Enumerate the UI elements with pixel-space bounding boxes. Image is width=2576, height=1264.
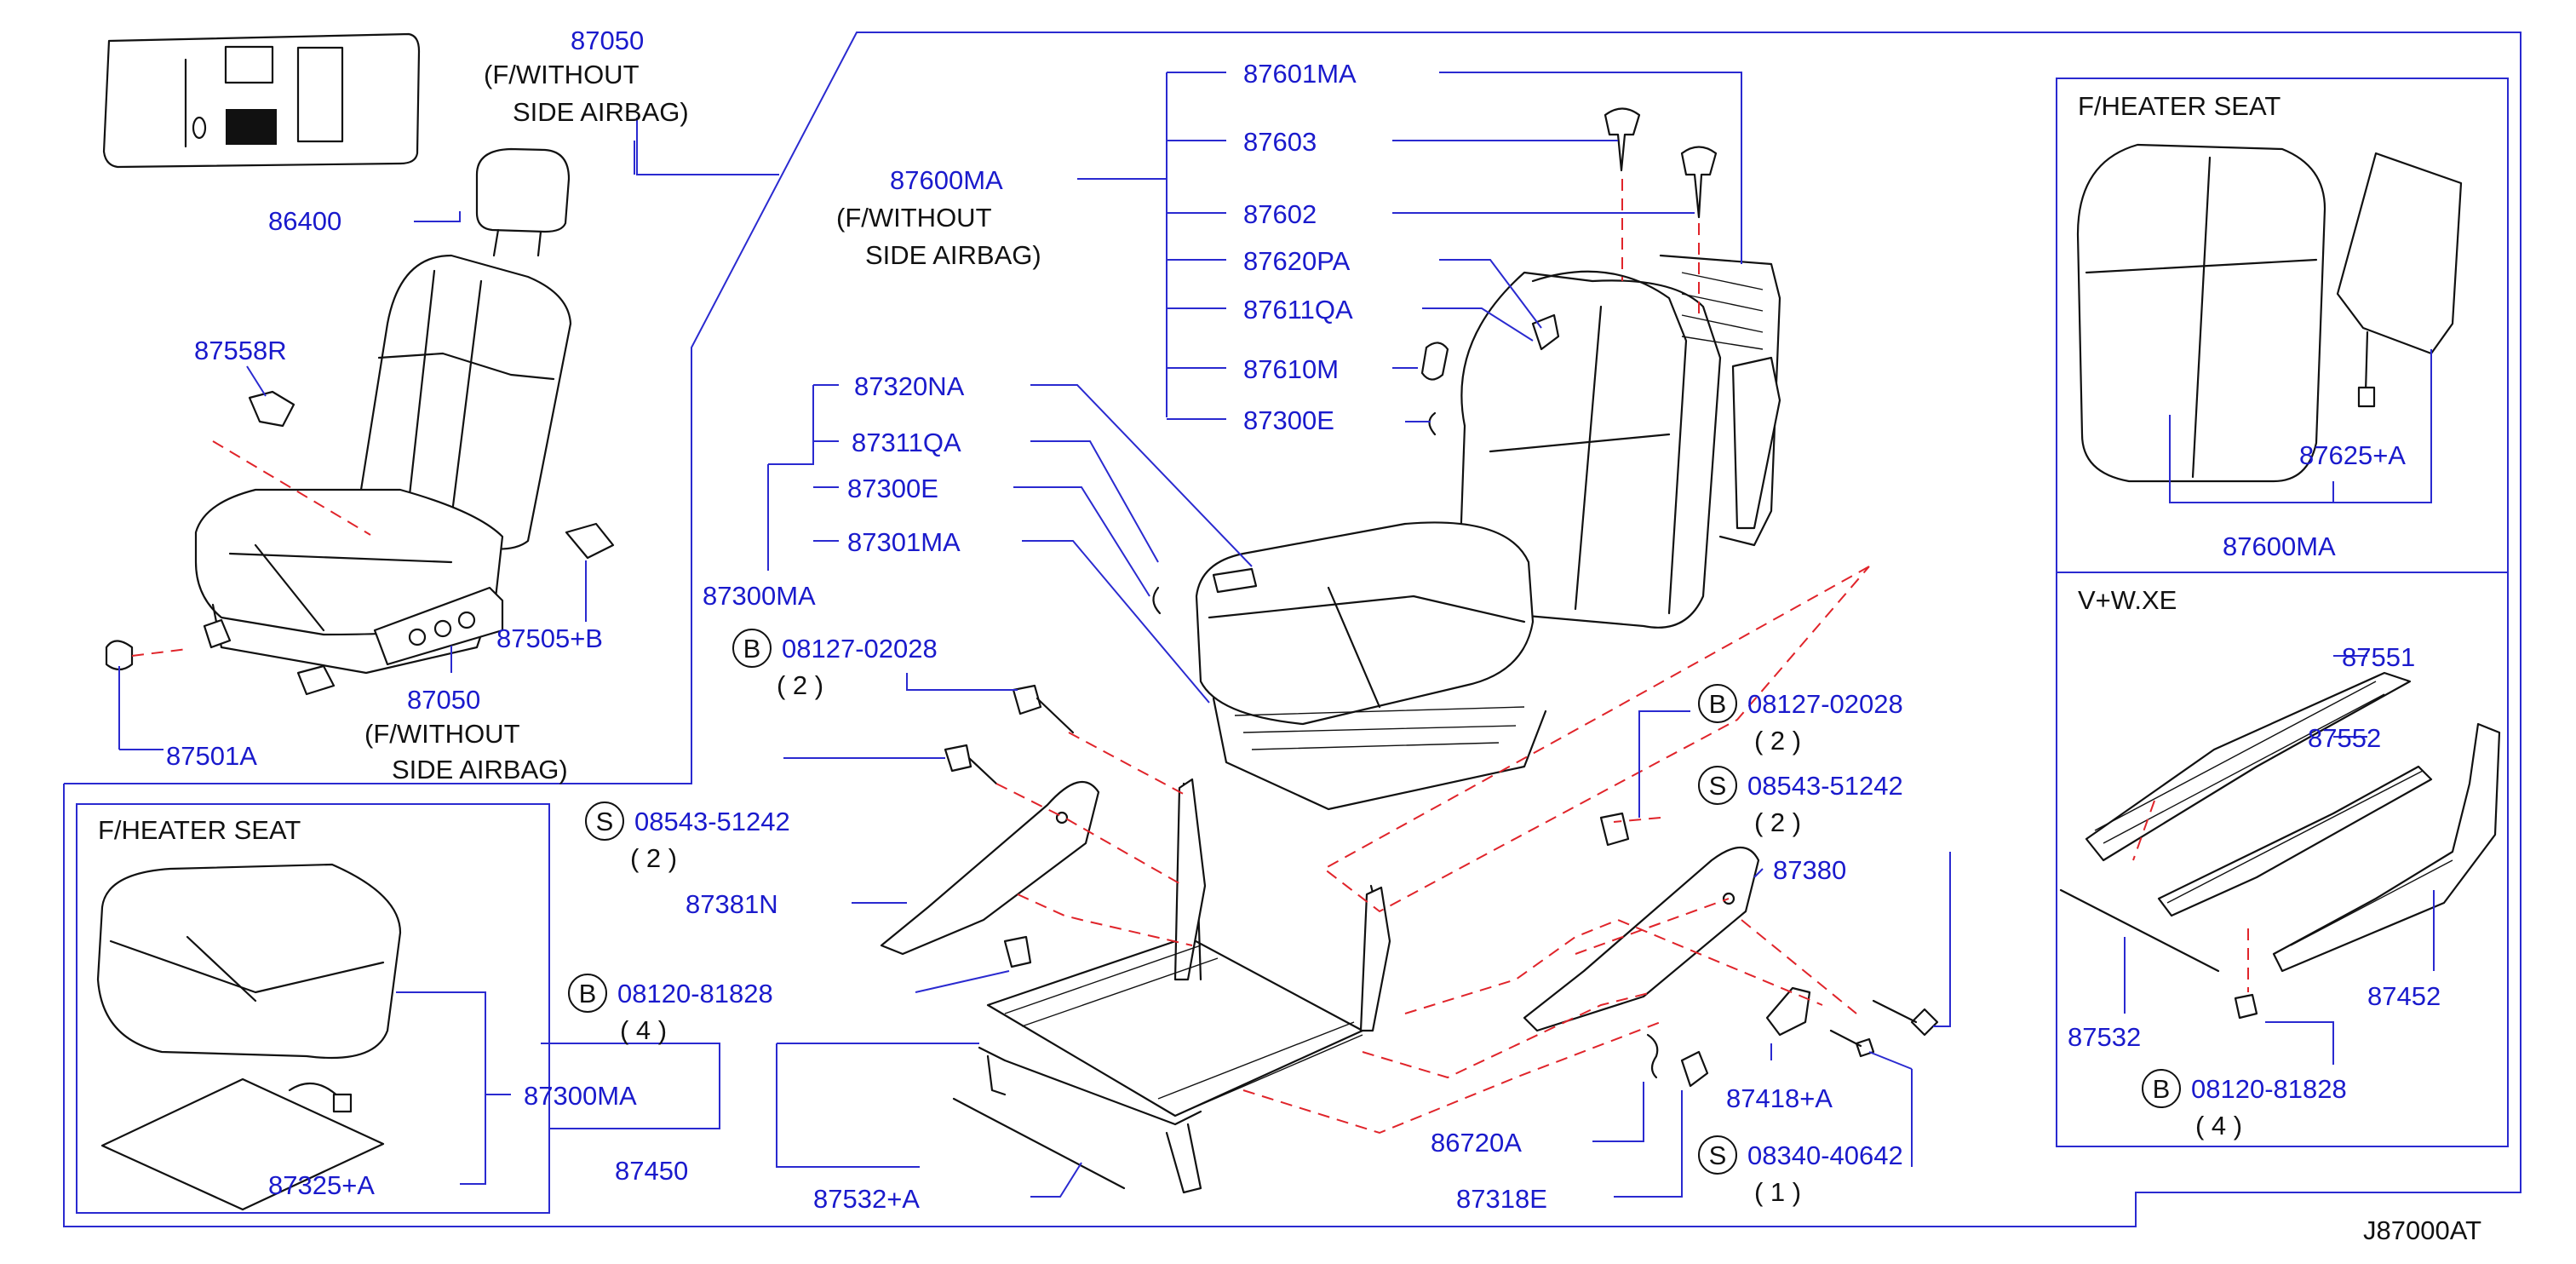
switch-panel-illustration <box>102 32 421 169</box>
label-87300MA-heater: 87300MA <box>524 1081 637 1111</box>
label-87301MA: 87301MA <box>847 527 961 557</box>
label-87300MA: 87300MA <box>703 581 816 611</box>
seat-assembly-illustration <box>105 147 615 696</box>
note-without-airbag-top-1: (F/WITHOUT <box>484 60 640 89</box>
fastener-number-3: 08120-81828 <box>617 979 773 1008</box>
fastener-qty-4: ( 2 ) <box>1754 726 1801 756</box>
label-86400: 86400 <box>268 206 341 236</box>
fastener-marker-3 <box>568 974 607 1013</box>
label-87600MA-heater: 87600MA <box>2223 531 2336 561</box>
label-87552: 87552 <box>2308 723 2381 753</box>
fastener-marker-letter-5: S <box>1709 771 1727 801</box>
fastener-number-4: 08127-02028 <box>1747 689 1903 719</box>
fastener-qty-5: ( 2 ) <box>1754 807 1801 837</box>
label-87620PA: 87620PA <box>1243 246 1351 276</box>
label-87050-bottom: 87050 <box>407 685 480 715</box>
label-87610M: 87610M <box>1243 354 1339 384</box>
label-87558R: 87558R <box>194 336 287 365</box>
label-87505B: 87505+B <box>496 623 603 653</box>
center-seat-illustration <box>1152 107 1781 811</box>
leader-lines <box>118 72 2435 1213</box>
fastener-number-1: 08127-02028 <box>782 634 938 664</box>
label-87600MA: 87600MA <box>890 165 1003 195</box>
note-without-airbag-center-1: (F/WITHOUT <box>836 203 992 233</box>
fastener-marker-letter-vw: B <box>2153 1074 2171 1104</box>
fastener-marker-5 <box>1698 766 1737 805</box>
label-87325A: 87325+A <box>268 1170 375 1200</box>
heater-seat-left-panel <box>76 803 550 1214</box>
vw-xe-title: V+W.XE <box>2078 585 2177 615</box>
fastener-marker-2 <box>585 801 624 841</box>
fastener-number-6: 08340-40642 <box>1747 1140 1903 1170</box>
label-87381N: 87381N <box>686 889 778 919</box>
label-87551: 87551 <box>2342 642 2415 672</box>
heater-seat-right-title: F/HEATER SEAT <box>2078 91 2281 121</box>
fastener-number-2: 08543-51242 <box>634 807 790 836</box>
label-87501A: 87501A <box>166 741 257 771</box>
fastener-marker-letter-6: S <box>1709 1140 1727 1170</box>
label-87452: 87452 <box>2367 981 2441 1011</box>
note-without-airbag-center-2: SIDE AIRBAG) <box>865 240 1041 270</box>
note-without-airbag-bottom-2: SIDE AIRBAG) <box>392 755 568 784</box>
fastener-number-5: 08543-51242 <box>1747 771 1903 801</box>
seat-frame-illustration <box>880 566 1939 1194</box>
fastener-qty-6: ( 1 ) <box>1754 1177 1801 1207</box>
label-87450: 87450 <box>615 1156 688 1186</box>
fastener-marker-1 <box>732 629 772 668</box>
right-side-panel <box>2056 78 2509 1147</box>
label-87625A: 87625+A <box>2299 440 2406 470</box>
label-87532: 87532 <box>2068 1022 2141 1052</box>
vw-bolt-number: 08120-81828 <box>2191 1074 2347 1104</box>
heater-cushion-illustration <box>96 863 402 1211</box>
diagram-code: J87000AT <box>2363 1215 2481 1245</box>
label-87532A: 87532+A <box>813 1184 920 1214</box>
label-87300E-mid: 87300E <box>847 474 938 503</box>
label-87603: 87603 <box>1243 127 1317 157</box>
label-87611QA: 87611QA <box>1243 295 1353 325</box>
label-87318E: 87318E <box>1456 1184 1547 1214</box>
slide-rail-illustration <box>2059 671 2501 1020</box>
frame-lines <box>63 32 2521 1227</box>
note-without-airbag-top-2: SIDE AIRBAG) <box>513 97 689 127</box>
fastener-qty-2: ( 2 ) <box>630 843 677 873</box>
part-87558R-shape <box>248 390 295 428</box>
fastener-marker-letter-1: B <box>743 634 761 664</box>
note-without-airbag-bottom-1: (F/WITHOUT <box>364 719 520 749</box>
label-87300E-top: 87300E <box>1243 405 1334 435</box>
label-87418A: 87418+A <box>1726 1083 1833 1113</box>
fastener-marker-6 <box>1698 1135 1737 1175</box>
fastener-markers: B S B B S S B <box>568 629 2181 1175</box>
heater-seat-left-title: F/HEATER SEAT <box>98 815 301 845</box>
label-87320NA: 87320NA <box>854 371 965 401</box>
fastener-marker-letter-4: B <box>1709 689 1727 719</box>
vw-bolt-qty: ( 4 ) <box>2195 1111 2242 1140</box>
fastener-marker-letter-2: S <box>596 807 614 836</box>
label-87380: 87380 <box>1773 855 1846 885</box>
heater-seatback-illustration <box>2076 143 2463 483</box>
fastener-marker-letter-3: B <box>579 979 597 1008</box>
fastener-marker-4 <box>1698 684 1737 723</box>
label-86720A: 86720A <box>1431 1128 1522 1158</box>
label-87601MA: 87601MA <box>1243 59 1357 89</box>
part-labels: 87050 (F/WITHOUT SIDE AIRBAG) 86400 8755… <box>98 26 2481 1245</box>
label-87602: 87602 <box>1243 199 1317 229</box>
fastener-qty-1: ( 2 ) <box>777 670 823 700</box>
label-87050-top: 87050 <box>571 26 644 55</box>
label-87311QA: 87311QA <box>852 428 961 457</box>
fastener-qty-3: ( 4 ) <box>620 1015 667 1045</box>
fastener-marker-vw <box>2142 1069 2181 1108</box>
part-87505B-shape <box>565 522 615 560</box>
